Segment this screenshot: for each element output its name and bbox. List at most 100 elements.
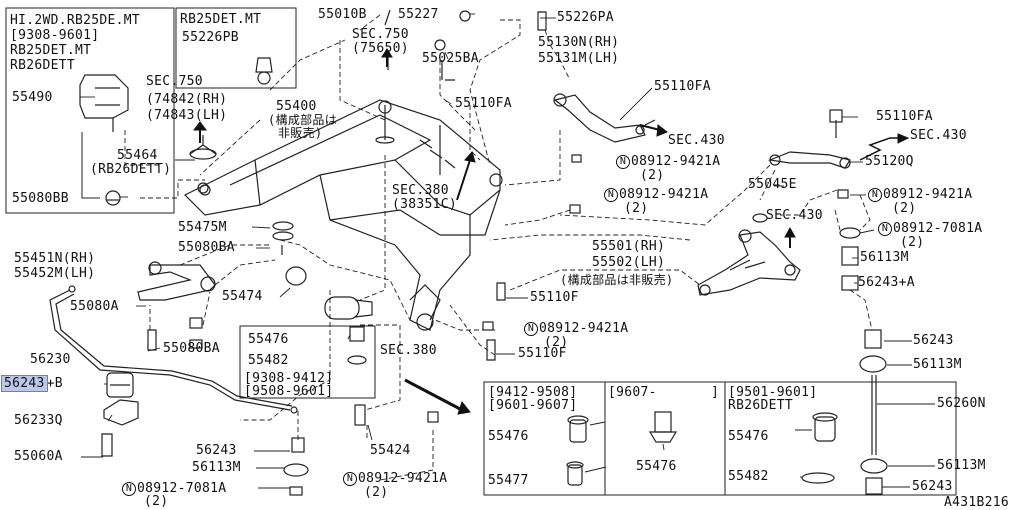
part-55110f-1[interactable]: 55110F — [530, 290, 579, 305]
part-55501[interactable]: 55501(RH) — [592, 239, 666, 254]
sec-380-a[interactable]: SEC.380 — [392, 183, 449, 198]
table-col2-header: [9607- — [608, 385, 657, 400]
part-55045e[interactable]: 55045E — [748, 177, 797, 192]
leader-lines — [124, 14, 873, 481]
n-label-6-qty: (2) — [364, 485, 389, 500]
part-55080ba-2[interactable]: 55080BA — [163, 341, 220, 356]
n-circle-icon: N — [524, 322, 538, 336]
part-56113m-bottom[interactable]: 56113M — [192, 460, 241, 475]
washer-55464 — [189, 135, 217, 194]
sec-750-b-ref: (75650) — [352, 41, 409, 56]
n-label-5-qty: (2) — [544, 335, 569, 350]
table-part-drawings — [566, 411, 838, 486]
sec-380-b[interactable]: SEC.380 — [380, 343, 437, 358]
part-56243-right-1[interactable]: 56243 — [913, 333, 954, 348]
part-55226pa[interactable]: 55226PA — [557, 10, 614, 25]
subframe-crossmember — [183, 99, 503, 331]
inset-model-line3: RB25DET.MT — [10, 43, 92, 58]
n-circle-icon: N — [616, 155, 630, 169]
part-55227[interactable]: 55227 — [398, 7, 439, 22]
part-56113m-3[interactable]: 56113M — [937, 458, 986, 473]
table-c3-55476[interactable]: 55476 — [728, 429, 769, 444]
n-label-6-text: 08912-9421A — [358, 471, 448, 486]
n-label-7-text: 08912-7081A — [137, 481, 227, 496]
part-55110fa-2[interactable]: 55110FA — [654, 79, 711, 94]
n-label-2-text: 08912-9421A — [619, 187, 709, 202]
frame-boxes — [5, 7, 957, 496]
part-55424[interactable]: 55424 — [370, 443, 411, 458]
inset-model-line2: [9308-9601] — [10, 28, 100, 43]
part-55502[interactable]: 55502(LH) — [592, 255, 666, 270]
table-c2-55476[interactable]: 55476 — [636, 459, 677, 474]
part-55080ba-1[interactable]: 55080BA — [178, 240, 235, 255]
sec-750-a-ref2: (74843(LH) — [146, 108, 228, 123]
note-not-sold-1: (構成部品は — [268, 113, 338, 127]
part-55226pb[interactable]: 55226PB — [182, 30, 239, 45]
part-55110fa-1[interactable]: 55110FA — [455, 96, 512, 111]
part-55080bb[interactable]: 55080BB — [12, 191, 69, 206]
part-56113m-1[interactable]: 56113M — [860, 250, 909, 265]
n-circle-icon: N — [868, 188, 882, 202]
part-56243-right-2[interactable]: 56243 — [912, 479, 953, 494]
table-col1-header-1: [9412-9508] — [488, 385, 578, 400]
sec-430-b[interactable]: SEC.430 — [910, 128, 967, 143]
part-55080a[interactable]: 55080A — [70, 299, 119, 314]
part-55482-mid[interactable]: 55482 — [248, 353, 289, 368]
part-55490[interactable]: 55490 — [12, 90, 53, 105]
table-c1-55477[interactable]: 55477 — [488, 473, 529, 488]
sec-430-a[interactable]: SEC.430 — [668, 133, 725, 148]
part-55130n[interactable]: 55130N(RH) — [538, 35, 620, 50]
part-55474[interactable]: 55474 — [222, 289, 263, 304]
part-56113m-2[interactable]: 56113M — [913, 357, 962, 372]
sec-750-b[interactable]: SEC.750 — [352, 27, 409, 42]
table-col1-header-2: [9601-9607] — [488, 398, 578, 413]
note-not-sold-3: (構成部品は非販売) — [560, 273, 674, 287]
n-circle-icon: N — [122, 482, 136, 496]
part-55131m[interactable]: 55131M(LH) — [538, 51, 620, 66]
part-56243-bottom[interactable]: 56243 — [196, 443, 237, 458]
part-55110fa-3[interactable]: 55110FA — [876, 109, 933, 124]
part-55475m[interactable]: 55475M — [178, 220, 227, 235]
lower-link-arm — [137, 261, 216, 301]
table-c3-55482[interactable]: 55482 — [728, 469, 769, 484]
table-col3-header-1: [9501-9601] — [728, 385, 818, 400]
table-c1-55476[interactable]: 55476 — [488, 429, 529, 444]
part-55464[interactable]: 55464 — [117, 148, 158, 163]
part-55476-mid[interactable]: 55476 — [248, 332, 289, 347]
table-col3-header-2: RB26DETT — [728, 398, 794, 413]
part-56243b[interactable]: 56243+B — [1, 375, 63, 392]
mid-date-2: [9508-9601] — [244, 384, 334, 399]
sec-430-c[interactable]: SEC.430 — [766, 208, 823, 223]
stabilizer-bar — [49, 285, 298, 414]
sec-750-a[interactable]: SEC.750 — [146, 74, 203, 89]
n-label-7-qty: (2) — [144, 494, 169, 509]
part-55451n[interactable]: 55451N(RH) — [14, 251, 96, 266]
n-label-1-qty: (2) — [640, 168, 665, 183]
part-56230[interactable]: 56230 — [30, 352, 71, 367]
part-56260n[interactable]: 56260N — [937, 396, 986, 411]
part-55400[interactable]: 55400 — [276, 99, 317, 114]
n-circle-icon: N — [343, 472, 357, 486]
part-55110f-2[interactable]: 55110F — [518, 346, 567, 361]
part-55010b[interactable]: 55010B — [318, 7, 367, 22]
part-56243a[interactable]: 56243+A — [858, 275, 915, 290]
diagram-code: A431B216 — [944, 495, 1010, 510]
upper-link-55130n — [553, 93, 656, 143]
part-55060a[interactable]: 55060A — [14, 449, 63, 464]
note-rb26dett: (RB26DETT) — [90, 162, 172, 177]
link-55120q — [767, 109, 851, 169]
part-56233q[interactable]: 56233Q — [14, 413, 63, 428]
small-parts — [147, 9, 849, 496]
part-55452m[interactable]: 55452M(LH) — [14, 266, 96, 281]
right-stack — [839, 227, 888, 495]
part-55120q[interactable]: 55120Q — [865, 154, 914, 169]
inset-model-line4: RB26DETT — [10, 58, 76, 73]
part-55025ba[interactable]: 55025BA — [422, 51, 479, 66]
